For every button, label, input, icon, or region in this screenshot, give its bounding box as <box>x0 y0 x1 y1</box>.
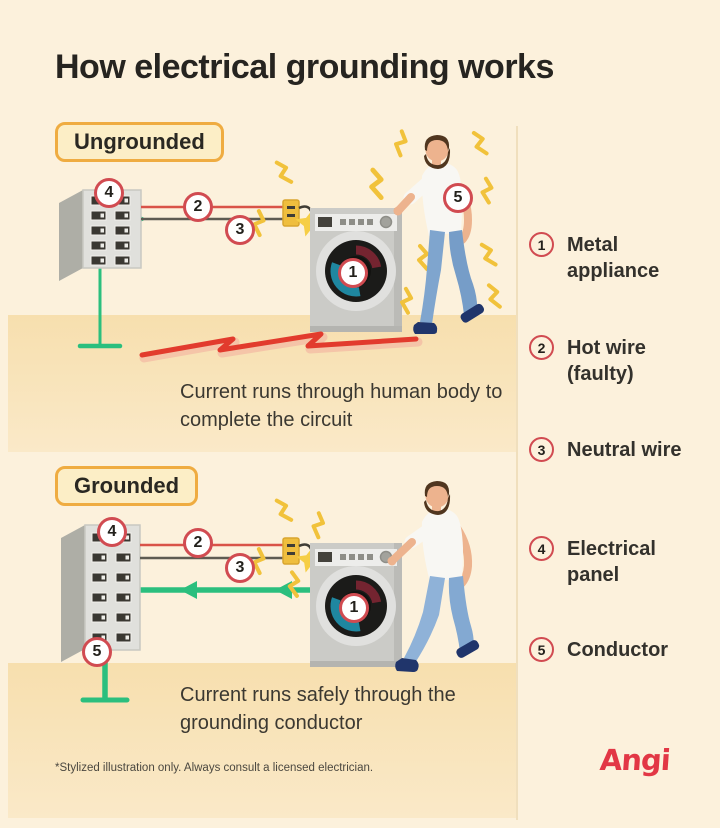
legend-item-electrical-panel: 4 Electrical panel <box>529 536 704 589</box>
electrical-panel-icon <box>59 189 142 281</box>
disclaimer-text: *Stylized illustration only. Always cons… <box>55 762 374 774</box>
marker-5-conductor-body: 5 <box>443 183 473 213</box>
fault-current-bolt <box>139 331 423 363</box>
outlet-plug-icon <box>282 537 325 576</box>
marker-2-hot-wire: 2 <box>183 192 213 222</box>
legend-num-1: 1 <box>529 232 554 257</box>
legend-item-conductor: 5 Conductor <box>529 637 704 663</box>
legend-label-conductor: Conductor <box>567 639 669 661</box>
legend-num-3: 3 <box>529 437 554 462</box>
marker-3-neutral-wire: 3 <box>225 553 255 583</box>
section-badge-ungrounded: Ungrounded <box>55 122 224 162</box>
legend-item-hot-wire: 2 Hot wire (faulty) <box>529 335 704 388</box>
legend-item-metal-appliance: 1 Metal appliance <box>529 232 704 285</box>
legend-label-metal-appliance: Metal appliance <box>567 234 660 283</box>
marker-1-metal-appliance: 1 <box>339 593 369 623</box>
grounded-caption: Current runs safely through the groundin… <box>180 684 456 735</box>
angi-logo: Angi <box>598 743 671 777</box>
person-safe-illustration <box>387 481 480 672</box>
legend-divider-line <box>516 126 518 820</box>
marker-3-neutral-wire: 3 <box>225 215 255 245</box>
ungrounded-caption: Current runs through human body to compl… <box>180 381 503 432</box>
legend-num-2: 2 <box>529 335 554 360</box>
floor-band-grounded <box>8 663 517 818</box>
legend-label-neutral-wire: Neutral wire <box>567 439 682 461</box>
legend-num-5: 5 <box>529 637 554 662</box>
marker-1-metal-appliance: 1 <box>338 258 368 288</box>
marker-2-hot-wire: 2 <box>183 528 213 558</box>
page-title: How electrical grounding works <box>55 48 554 86</box>
marker-5-conductor-wire: 5 <box>82 637 112 667</box>
legend-item-neutral-wire: 3 Neutral wire <box>529 437 704 463</box>
person-shocked-illustration <box>393 135 485 334</box>
section-badge-grounded: Grounded <box>55 466 199 506</box>
floor-band-ungrounded <box>8 315 517 452</box>
legend-num-4: 4 <box>529 536 554 561</box>
legend-label-hot-wire: Hot wire (faulty) <box>567 337 646 386</box>
marker-4-electrical-panel: 4 <box>97 517 127 547</box>
ungrounded-illustration <box>59 129 502 363</box>
marker-4-electrical-panel: 4 <box>94 178 124 208</box>
legend-label-electrical-panel: Electrical panel <box>567 538 656 587</box>
